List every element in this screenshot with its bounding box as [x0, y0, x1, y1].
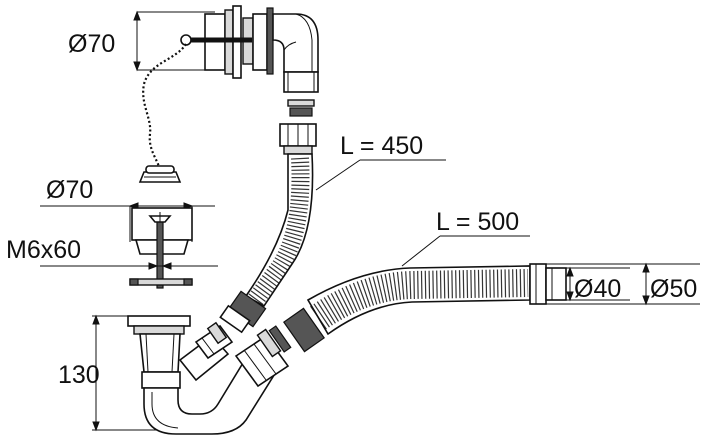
overflow-hose-callout — [315, 159, 446, 191]
plug-diameter-label: Ø70 — [46, 176, 93, 204]
overflow-elbow — [272, 13, 319, 117]
screw-dimension — [40, 262, 218, 270]
drain-plug — [138, 165, 182, 183]
outlet-outer-diameter-dimension — [546, 262, 700, 306]
outlet-outer-diameter-label: Ø50 — [650, 275, 697, 303]
overflow-hose-length-label: L = 450 — [340, 132, 423, 160]
drain-hose-callout — [401, 235, 530, 267]
overflow-diameter-label: Ø70 — [68, 30, 115, 58]
waste-fitting — [131, 207, 193, 289]
overflow-assembly: Ø70 — [68, 5, 319, 183]
overflow-diameter-dimension — [133, 10, 215, 72]
outlet-inner-diameter-dimension — [566, 266, 630, 302]
plug-chain — [142, 43, 187, 171]
drain-hose-length-label: L = 500 — [436, 208, 519, 236]
outlet-inner-diameter-label: Ø40 — [574, 275, 621, 303]
drain-hose — [283, 263, 567, 353]
screw-label: M6x60 — [6, 236, 81, 264]
overflow-hose — [219, 123, 317, 334]
trap-outlet-spigot — [234, 325, 292, 388]
trap-overflow-branch — [194, 321, 234, 360]
screw-washer — [129, 278, 193, 286]
trap-height-label: 130 — [58, 361, 100, 389]
